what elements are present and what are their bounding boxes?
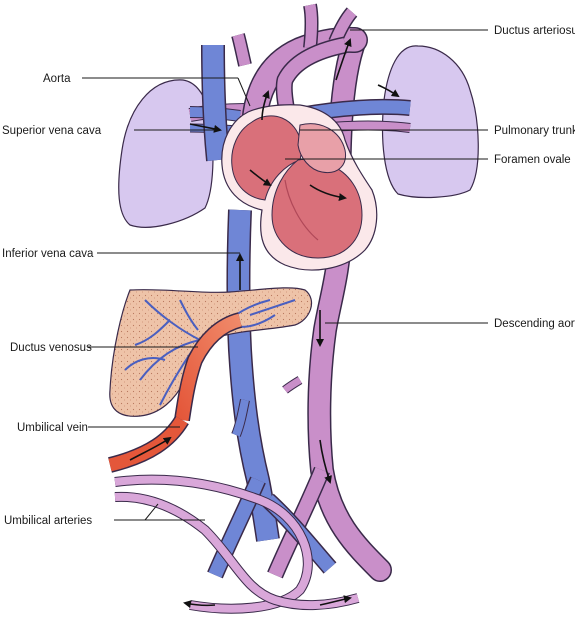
label-umbilical-arteries: Umbilical arteries — [4, 515, 92, 527]
label-inferior-vena-cava: Inferior vena cava — [2, 248, 94, 260]
label-umbilical-vein: Umbilical vein — [17, 422, 88, 434]
left-lung — [118, 79, 214, 228]
flow-arrows — [129, 38, 400, 609]
label-descending-aorta: Descending aorta — [494, 318, 575, 330]
heart — [221, 104, 378, 271]
right-lung — [381, 45, 479, 199]
label-ductus-arteriosus: Ductus arteriosus — [494, 25, 575, 37]
label-superior-vena-cava: Superior vena cava — [2, 125, 102, 137]
label-pulmonary-trunk: Pulmonary trunk — [494, 125, 575, 137]
label-foramen-ovale: Foramen ovale — [494, 154, 571, 166]
label-aorta: Aorta — [43, 73, 71, 85]
liver — [109, 287, 313, 417]
leader-lines — [82, 29, 488, 521]
label-ductus-venosus: Ductus venosus — [10, 342, 92, 354]
